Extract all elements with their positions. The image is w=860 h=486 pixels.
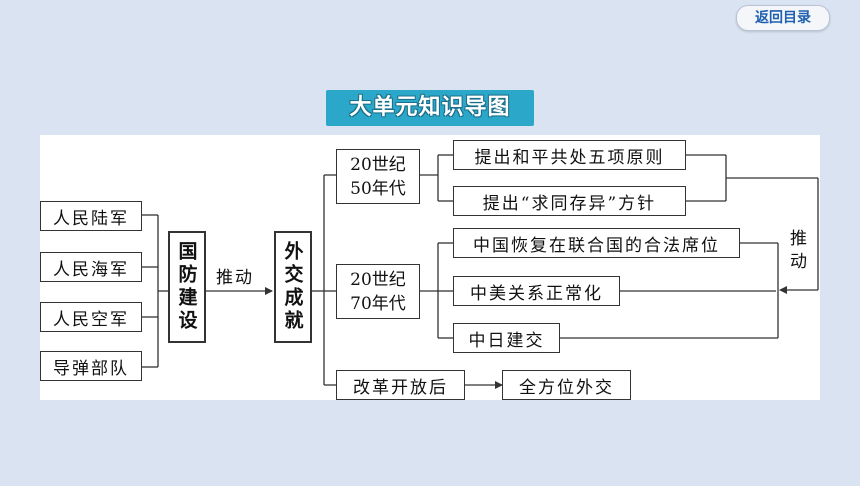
period-1970s-line1: 20世纪 [350, 269, 406, 290]
achievement-un-seat: 中国恢复在联合国的合法席位 [453, 228, 740, 258]
drive-label-right: 推动 [786, 229, 806, 275]
period-1950s-line1: 20世纪 [350, 154, 406, 175]
connector-lines [142, 154, 819, 389]
drive-label-left: 推动 [216, 268, 254, 288]
reform-opening-node: 改革开放后 [336, 370, 465, 400]
achievement-seek-common-ground: 提出“求同存异”方针 [453, 186, 686, 216]
achievement-us-relations: 中美关系正常化 [453, 276, 620, 306]
mind-map-panel: 人民陆军 人民海军 人民空军 导弹部队 国防建设 推动 外交成就 20世纪 50… [40, 135, 820, 400]
force-army: 人民陆军 [40, 201, 142, 231]
achievement-five-principles: 提出和平共处五项原则 [453, 140, 686, 170]
national-defense-node: 国防建设 [168, 231, 206, 343]
achievement-japan-relations: 中日建交 [453, 323, 560, 353]
period-1950s-line2: 50年代 [350, 178, 406, 199]
period-1970s-line2: 70年代 [350, 293, 406, 314]
force-missile: 导弹部队 [40, 351, 142, 381]
omnidirectional-diplomacy-node: 全方位外交 [502, 370, 631, 400]
force-air: 人民空军 [40, 302, 142, 332]
period-1950s: 20世纪 50年代 [336, 149, 420, 204]
title-banner: 大单元知识导图 [326, 90, 534, 126]
back-to-contents-button[interactable]: 返回目录 [736, 5, 830, 31]
period-1970s: 20世纪 70年代 [336, 264, 420, 319]
force-navy: 人民海军 [40, 252, 142, 282]
diagram-title: 大单元知识导图 [349, 95, 511, 120]
diplomatic-achievements-node: 外交成就 [274, 231, 312, 343]
